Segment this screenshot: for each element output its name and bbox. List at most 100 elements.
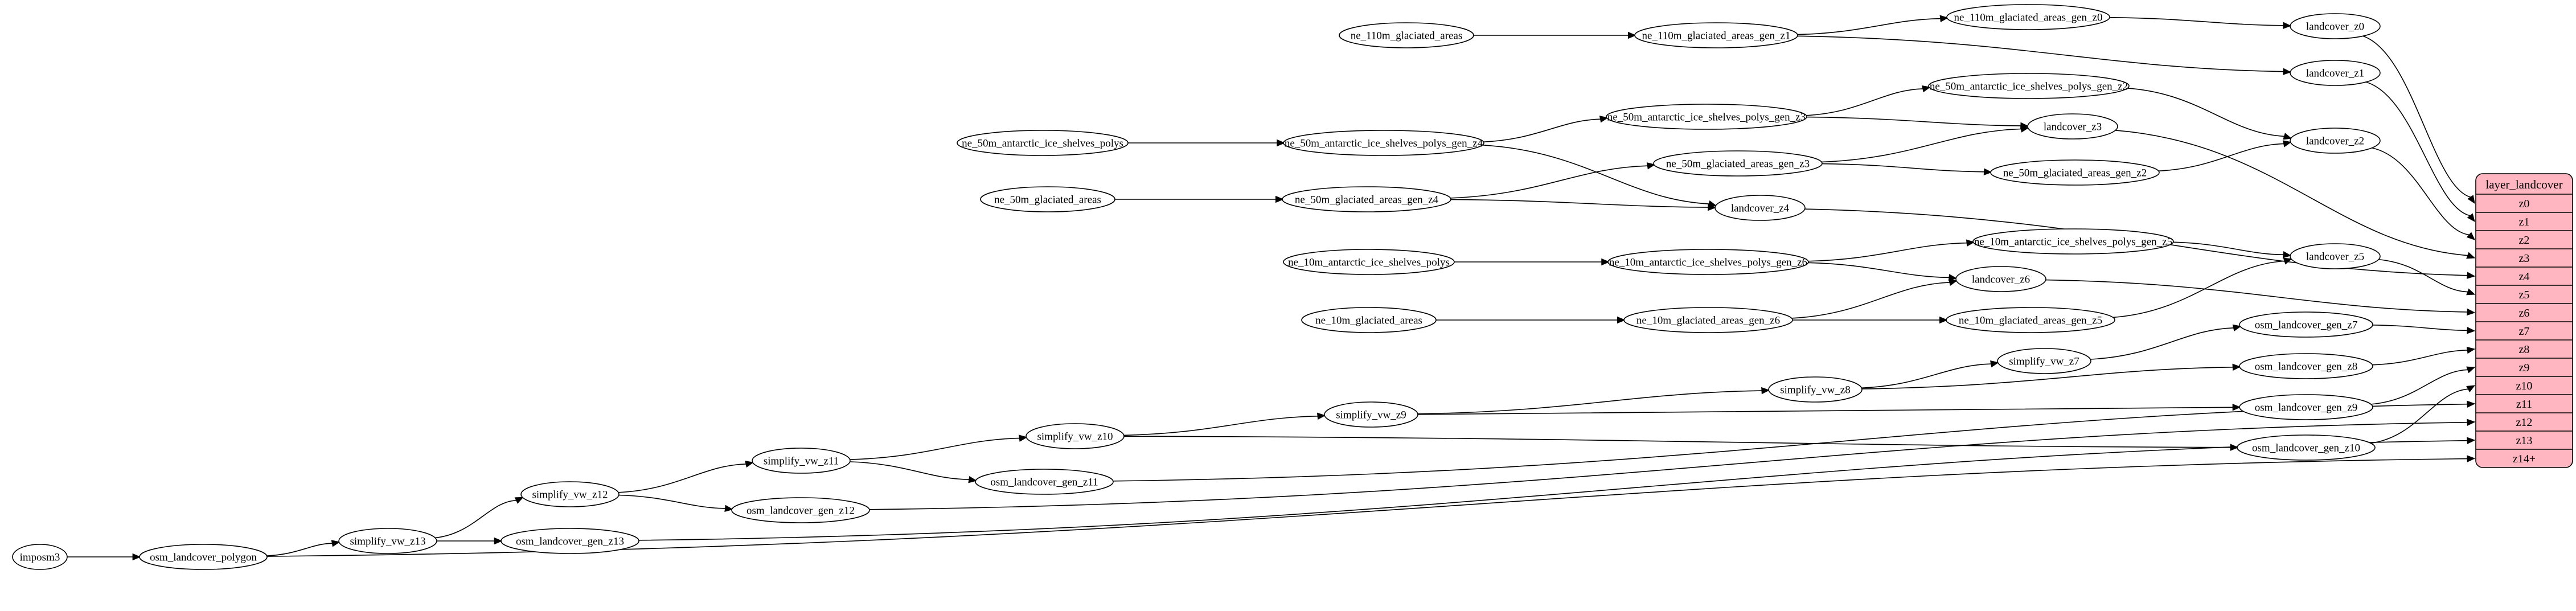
graph-node-osm_landcover_gen_z9[interactable]: osm_landcover_gen_z9 xyxy=(2239,394,2373,420)
node-ellipse xyxy=(520,481,620,507)
edge-line xyxy=(2372,350,2468,366)
graph-node-ne_110m_glaciated_areas_gen_z1[interactable]: ne_110m_glaciated_areas_gen_z1 xyxy=(1634,22,1798,48)
record-row-z0[interactable]: z0 xyxy=(2519,198,2530,210)
edge-line xyxy=(1807,262,1950,278)
edge-arrowhead xyxy=(1939,316,1948,324)
node-ellipse xyxy=(1653,150,1823,177)
edge-arrowhead xyxy=(1627,31,1636,39)
node-label: landcover_z2 xyxy=(2306,136,2364,147)
edge-arrowhead xyxy=(2467,419,2476,426)
graph-node-ne_10m_glaciated_areas_gen_z6[interactable]: ne_10m_glaciated_areas_gen_z6 xyxy=(1623,307,1793,333)
graph-node-landcover_z1[interactable]: landcover_z1 xyxy=(2290,60,2381,86)
node-label: simplify_vw_z9 xyxy=(1336,409,1406,421)
graph-node-ne_10m_antarctic_ice_shelves_polys[interactable]: ne_10m_antarctic_ice_shelves_polys xyxy=(1283,249,1455,275)
graph-node-osm_landcover_gen_z7[interactable]: osm_landcover_gen_z7 xyxy=(2239,311,2373,338)
record-row-z14p[interactable]: z14+ xyxy=(2513,453,2536,465)
graph-node-ne_50m_glaciated_areas_gen_z3[interactable]: ne_50m_glaciated_areas_gen_z3 xyxy=(1653,150,1823,177)
node-label: ne_50m_antarctic_ice_shelves_polys_gen_z… xyxy=(1930,81,2128,93)
graph-node-imposm3[interactable]: imposm3 xyxy=(12,544,68,570)
edge-line xyxy=(2126,88,2284,137)
record-row-z5[interactable]: z5 xyxy=(2519,289,2530,301)
node-ellipse xyxy=(1026,423,1125,449)
graph-node-ne_50m_antarctic_ice_shelves_polys[interactable]: ne_50m_antarctic_ice_shelves_polys xyxy=(957,130,1129,156)
edge-arrowhead xyxy=(2282,140,2292,147)
graph-node-ne_50m_glaciated_areas[interactable]: ne_50m_glaciated_areas xyxy=(980,186,1115,212)
graph-node-ne_50m_glaciated_areas_gen_z2[interactable]: ne_50m_glaciated_areas_gen_z2 xyxy=(1990,159,2160,186)
record-row-z6[interactable]: z6 xyxy=(2519,307,2530,319)
node-label: ne_10m_glaciated_areas_gen_z6 xyxy=(1636,315,1780,327)
edge xyxy=(1453,258,1610,266)
graph-node-osm_landcover_gen_z12[interactable]: osm_landcover_gen_z12 xyxy=(731,497,870,523)
record-row-z9[interactable]: z9 xyxy=(2519,362,2530,374)
graph-node-landcover_z4[interactable]: landcover_z4 xyxy=(1714,195,1806,221)
record-row-z7[interactable]: z7 xyxy=(2519,325,2530,338)
graph-node-simplify_vw_z9[interactable]: simplify_vw_z9 xyxy=(1324,401,1418,428)
graph-node-simplify_vw_z7[interactable]: simplify_vw_z7 xyxy=(1997,348,2091,374)
edge xyxy=(2112,257,2292,318)
graph-node-landcover_z3[interactable]: landcover_z3 xyxy=(2027,113,2118,140)
edge-line xyxy=(1805,88,1923,116)
graph-node-ne_10m_antarctic_ice_shelves_polys_gen_z5[interactable]: ne_10m_antarctic_ice_shelves_polys_gen_z… xyxy=(1972,228,2174,255)
record-row-z13[interactable]: z13 xyxy=(2516,434,2533,447)
record-row-z4[interactable]: z4 xyxy=(2519,270,2530,283)
graph-node-simplify_vw_z10[interactable]: simplify_vw_z10 xyxy=(1026,423,1125,449)
record-outline xyxy=(2475,173,2573,468)
node-label: ne_50m_antarctic_ice_shelves_polys_gen_z… xyxy=(1607,112,1806,124)
graph-node-landcover_z0[interactable]: landcover_z0 xyxy=(2290,13,2381,39)
edge xyxy=(2115,129,2476,259)
edge xyxy=(1861,360,1999,389)
graph-node-ne_110m_glaciated_areas[interactable]: ne_110m_glaciated_areas xyxy=(1339,22,1474,48)
edge-line xyxy=(1820,128,2021,163)
node-label: ne_50m_antarctic_ice_shelves_polys_gen_z… xyxy=(1285,138,1483,150)
node-label: landcover_z3 xyxy=(2044,121,2102,133)
graph-node-simplify_vw_z11[interactable]: simplify_vw_z11 xyxy=(752,448,851,474)
edge-line xyxy=(1482,118,1601,143)
record-row-z12[interactable]: z12 xyxy=(2516,416,2533,429)
node-label: imposm3 xyxy=(20,552,60,564)
node-ellipse xyxy=(12,544,68,570)
edge-line xyxy=(2372,325,2468,331)
graph-node-osm_landcover_gen_z11[interactable]: osm_landcover_gen_z11 xyxy=(975,469,1114,495)
edge-arrowhead xyxy=(2466,232,2475,240)
graph-node-simplify_vw_z13[interactable]: simplify_vw_z13 xyxy=(338,528,437,554)
record-row-z8[interactable]: z8 xyxy=(2519,343,2530,356)
graph-node-simplify_vw_z12[interactable]: simplify_vw_z12 xyxy=(520,481,620,507)
graph-node-ne_50m_antarctic_ice_shelves_polys_gen_z2[interactable]: ne_50m_antarctic_ice_shelves_polys_gen_z… xyxy=(1928,73,2130,99)
node-ellipse xyxy=(1607,249,1809,275)
graph-node-ne_110m_glaciated_areas_gen_z0[interactable]: ne_110m_glaciated_areas_gen_z0 xyxy=(1946,4,2110,30)
edge xyxy=(2378,259,2476,296)
edge-arrowhead xyxy=(2232,324,2242,331)
graph-node-osm_landcover_gen_z10[interactable]: osm_landcover_gen_z10 xyxy=(2237,434,2376,461)
graph-node-landcover_z2[interactable]: landcover_z2 xyxy=(2290,128,2381,154)
graph-node-ne_10m_antarctic_ice_shelves_polys_gen_z6[interactable]: ne_10m_antarctic_ice_shelves_polys_gen_z… xyxy=(1607,249,1809,275)
edge-arrowhead xyxy=(1939,15,1949,22)
graph-node-ne_50m_antarctic_ice_shelves_polys_gen_z4[interactable]: ne_50m_antarctic_ice_shelves_polys_gen_z… xyxy=(1283,130,1484,156)
node-ellipse xyxy=(1283,249,1455,275)
record-row-z11[interactable]: z11 xyxy=(2516,398,2532,411)
graph-node-simplify_vw_z8[interactable]: simplify_vw_z8 xyxy=(1768,376,1863,403)
edge xyxy=(266,455,2476,557)
record-node-layer-landcover[interactable]: layer_landcoverz0z1z2z3z4z5z6z7z8z9z10z1… xyxy=(2475,173,2573,468)
record-row-z2[interactable]: z2 xyxy=(2519,234,2530,247)
graph-node-ne_50m_glaciated_areas_gen_z4[interactable]: ne_50m_glaciated_areas_gen_z4 xyxy=(1282,186,1451,212)
record-row-z3[interactable]: z3 xyxy=(2519,252,2530,265)
graph-node-osm_landcover_polygon[interactable]: osm_landcover_polygon xyxy=(139,544,268,570)
graph-node-ne_10m_glaciated_areas_gen_z5[interactable]: ne_10m_glaciated_areas_gen_z5 xyxy=(1946,307,2115,333)
record-row-z1[interactable]: z1 xyxy=(2519,216,2530,228)
node-label: landcover_z0 xyxy=(2306,21,2364,33)
edge-arrowhead xyxy=(2020,125,2029,133)
graph-node-ne_10m_glaciated_areas[interactable]: ne_10m_glaciated_areas xyxy=(1301,307,1437,333)
graph-node-landcover_z5[interactable]: landcover_z5 xyxy=(2290,243,2381,269)
edge-line xyxy=(1796,35,2283,72)
node-ellipse xyxy=(1606,104,1807,130)
edge-line xyxy=(2115,129,2468,256)
graph-node-ne_50m_antarctic_ice_shelves_polys_gen_z3[interactable]: ne_50m_antarctic_ice_shelves_polys_gen_z… xyxy=(1606,104,1807,130)
graph-node-osm_landcover_gen_z13[interactable]: osm_landcover_gen_z13 xyxy=(501,528,639,554)
edge-arrowhead xyxy=(1601,258,1610,266)
edge-arrowhead xyxy=(2467,326,2476,334)
graph-node-landcover_z6[interactable]: landcover_z6 xyxy=(1955,266,2046,292)
edge xyxy=(1821,163,1992,175)
record-row-z10[interactable]: z10 xyxy=(2516,380,2533,392)
graph-node-osm_landcover_gen_z8[interactable]: osm_landcover_gen_z8 xyxy=(2239,353,2373,379)
edge xyxy=(2365,81,2475,223)
